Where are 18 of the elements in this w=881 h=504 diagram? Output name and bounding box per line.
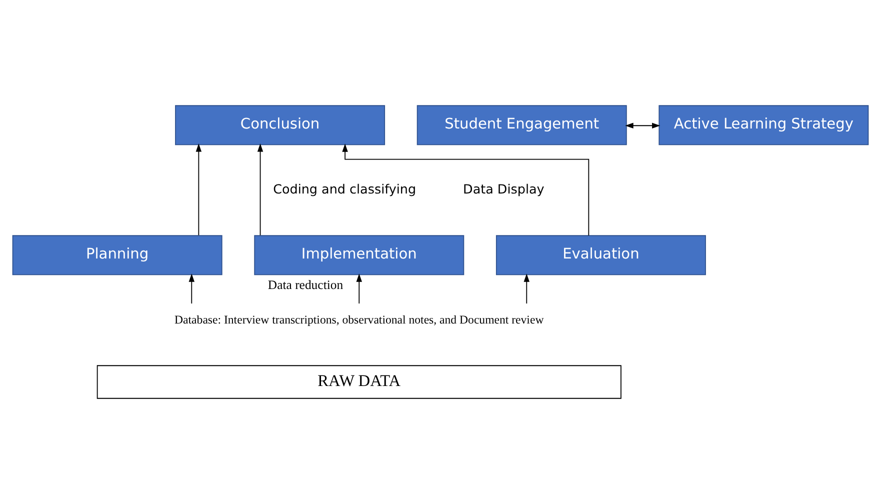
node-box: Implementation — [254, 235, 464, 276]
label: Coding and classifying — [273, 182, 416, 197]
node-box: Planning — [12, 235, 222, 276]
arrow — [524, 274, 530, 304]
edge-label: Data reduction — [268, 278, 344, 292]
node-box: Conclusion — [175, 105, 386, 146]
arrow — [188, 274, 194, 304]
arrow — [342, 144, 590, 236]
node-box: Evaluation — [496, 235, 706, 276]
arrow — [625, 122, 660, 128]
arrow — [356, 274, 362, 304]
node-text: Database: Interview transcriptions, observational notes, and Document review — [174, 312, 544, 326]
arrow — [196, 144, 202, 236]
node-box: RAW DATA — [96, 365, 622, 399]
arrow — [257, 144, 264, 236]
node-box: Student Engagement — [416, 105, 627, 146]
label: Data Display — [463, 182, 544, 197]
node-box: Active Learning Strategy — [658, 105, 869, 146]
